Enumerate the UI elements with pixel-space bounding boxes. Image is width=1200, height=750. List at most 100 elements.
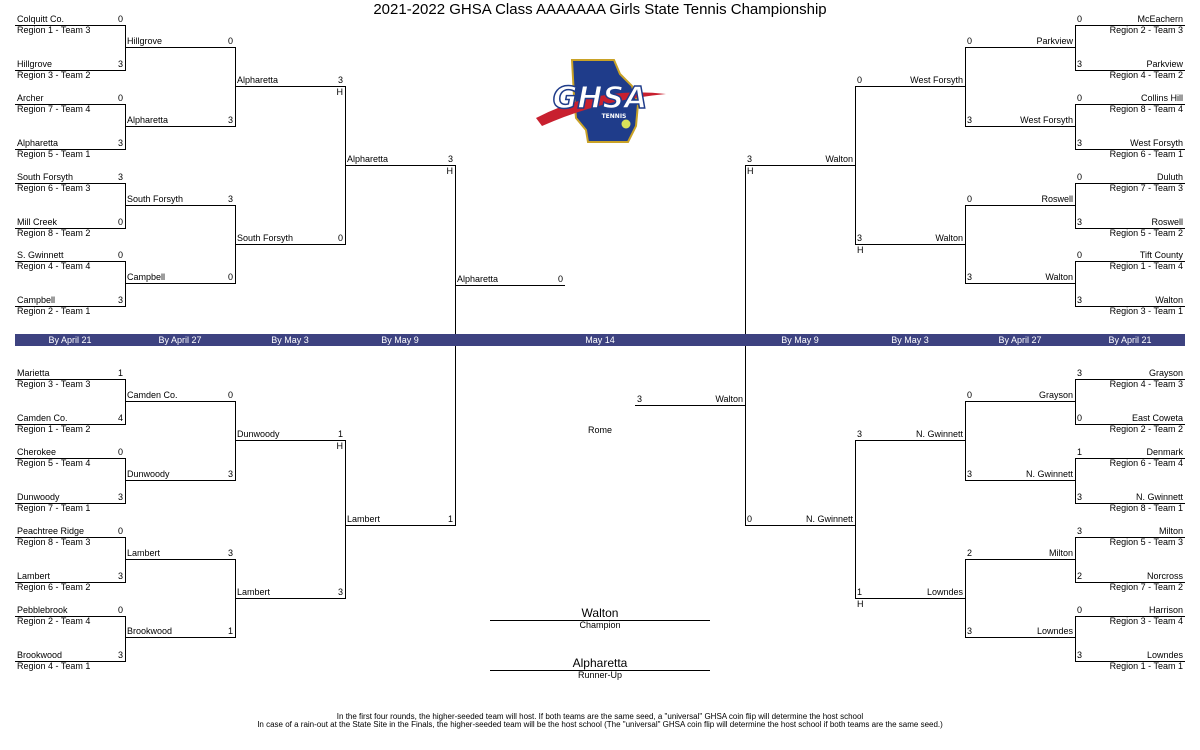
r3-line xyxy=(855,598,965,599)
host-marker: H xyxy=(336,87,344,97)
score: 3 xyxy=(1077,368,1083,378)
score: 3 xyxy=(637,394,643,404)
score: 0 xyxy=(117,605,123,615)
score: 0 xyxy=(117,93,123,103)
score: 3 xyxy=(227,115,233,125)
connector-line xyxy=(235,401,236,481)
seed-label: Region 4 - Team 3 xyxy=(1109,379,1183,389)
team-name: Peachtree Ridge xyxy=(17,526,85,536)
score: 1 xyxy=(857,587,863,597)
r1-line xyxy=(15,261,125,262)
team-name: Walton xyxy=(935,233,963,243)
team-name: Dunwoody xyxy=(127,469,170,479)
team-name: Denmark xyxy=(1146,447,1183,457)
r2-line xyxy=(965,283,1075,284)
r2-line xyxy=(125,637,235,638)
r2-line xyxy=(125,401,235,402)
logo-text: GHSA xyxy=(553,81,648,116)
team-name: N. Gwinnett xyxy=(1025,469,1073,479)
connector-line xyxy=(125,537,126,583)
team-name: N. Gwinnett xyxy=(805,514,853,524)
team-name: West Forsyth xyxy=(1020,115,1073,125)
r3-line xyxy=(235,86,345,87)
r1-line xyxy=(1075,503,1185,504)
final-line xyxy=(455,285,565,286)
r1-line xyxy=(15,25,125,26)
score: 3 xyxy=(1077,492,1083,502)
score: 1 xyxy=(447,514,453,524)
connector-line xyxy=(125,25,126,71)
connector-line xyxy=(125,183,126,229)
team-name: Camden Co. xyxy=(17,413,68,423)
team-name: Walton xyxy=(825,154,853,164)
team-name: Alpharetta xyxy=(457,274,499,284)
final-line xyxy=(635,405,745,406)
champion-line xyxy=(490,620,710,621)
score: 3 xyxy=(967,272,973,282)
score: 3 xyxy=(117,172,123,182)
score: 0 xyxy=(747,514,753,524)
round-label: May 14 xyxy=(585,335,615,345)
round-label: By April 27 xyxy=(998,335,1042,345)
r1-line xyxy=(15,149,125,150)
seed-label: Region 6 - Team 3 xyxy=(17,183,91,193)
score: 0 xyxy=(967,36,973,46)
score: 1 xyxy=(337,429,343,439)
seed-label: Region 7 - Team 3 xyxy=(1109,183,1183,193)
host-marker: H xyxy=(446,166,454,176)
score: 0 xyxy=(1077,172,1083,182)
connector-line xyxy=(855,440,856,599)
team-name: Grayson xyxy=(1038,390,1073,400)
r1-line xyxy=(15,458,125,459)
team-name: Walton xyxy=(1155,295,1183,305)
r2-line xyxy=(125,205,235,206)
score: 0 xyxy=(117,250,123,260)
connector-line xyxy=(125,616,126,662)
team-name: Lambert xyxy=(127,548,161,558)
team-name: Archer xyxy=(17,93,44,103)
seed-label: Region 1 - Team 1 xyxy=(1109,661,1183,671)
team-name: Pebblebrook xyxy=(17,605,68,615)
connector-line xyxy=(125,458,126,504)
r1-line xyxy=(15,306,125,307)
r1-line xyxy=(1075,379,1185,380)
r4-line xyxy=(745,165,855,166)
logo-swoosh xyxy=(536,92,666,126)
team-name: Grayson xyxy=(1148,368,1183,378)
r1-line xyxy=(1075,183,1185,184)
team-name: Lambert xyxy=(17,571,51,581)
connector-line xyxy=(1075,104,1076,150)
team-name: Colquitt Co. xyxy=(17,14,65,24)
r2-line xyxy=(125,283,235,284)
round-label: By May 9 xyxy=(781,335,819,345)
seed-label: Region 8 - Team 3 xyxy=(17,537,91,547)
team-name: Lambert xyxy=(347,514,381,524)
r3-line xyxy=(235,440,345,441)
team-name: Dunwoody xyxy=(237,429,280,439)
r3-line xyxy=(855,86,965,87)
r1-line xyxy=(15,537,125,538)
seed-label: Region 8 - Team 4 xyxy=(1109,104,1183,114)
seed-label: Region 1 - Team 2 xyxy=(17,424,91,434)
team-name: Hillgrove xyxy=(127,36,163,46)
r1-line xyxy=(15,661,125,662)
seed-label: Region 8 - Team 1 xyxy=(1109,503,1183,513)
round-label: By April 27 xyxy=(158,335,202,345)
r2-line xyxy=(965,637,1075,638)
r1-line xyxy=(15,503,125,504)
r1-line xyxy=(1075,261,1185,262)
score: 3 xyxy=(1077,217,1083,227)
score: 0 xyxy=(1077,14,1083,24)
seed-label: Region 3 - Team 4 xyxy=(1109,616,1183,626)
connector-line xyxy=(125,104,126,150)
score: 3 xyxy=(227,469,233,479)
connector-line xyxy=(965,559,966,638)
team-name: Milton xyxy=(1048,548,1073,558)
score: 3 xyxy=(1077,650,1083,660)
r1-line xyxy=(1075,458,1185,459)
score: 3 xyxy=(1077,526,1083,536)
connector-line xyxy=(965,47,966,127)
champion-name: Walton xyxy=(581,606,619,620)
r1-line xyxy=(15,424,125,425)
score: 2 xyxy=(967,548,973,558)
